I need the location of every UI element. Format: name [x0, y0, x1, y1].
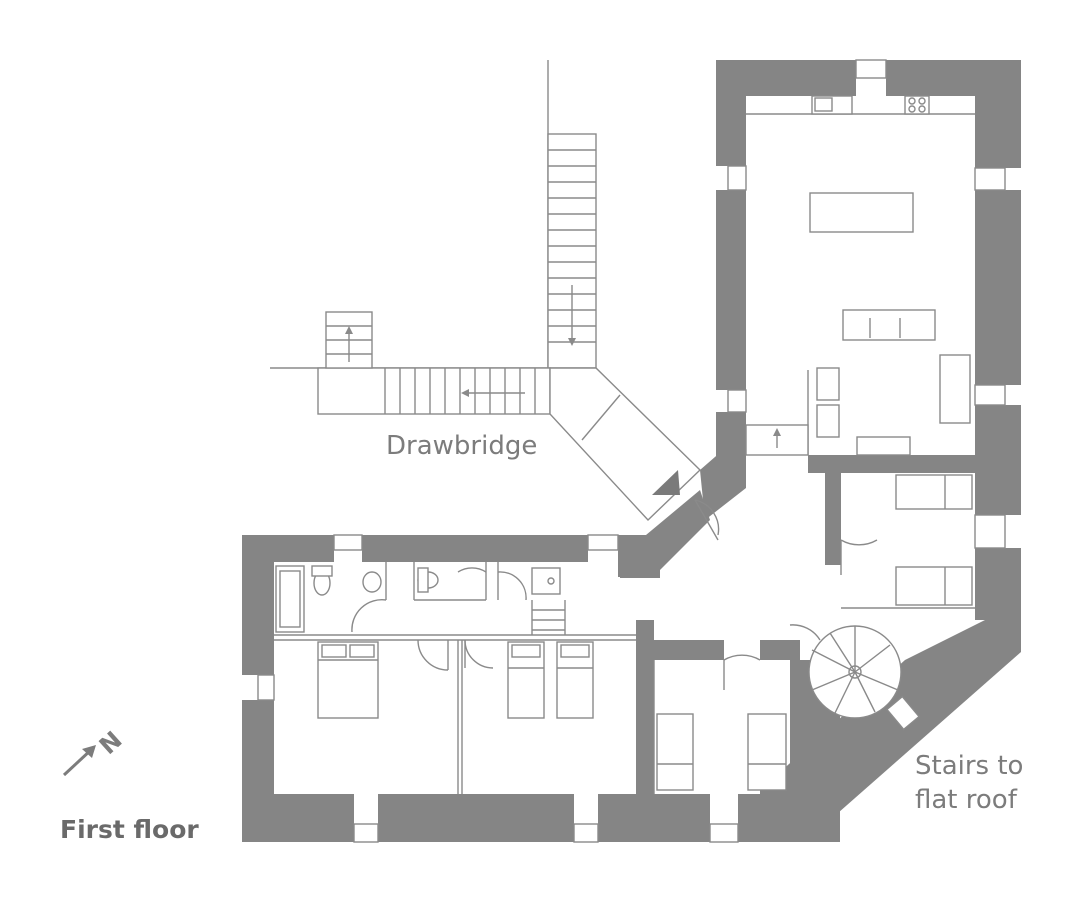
- sofa: [842, 309, 936, 341]
- sink-2: [531, 567, 561, 595]
- spiral-stair: [789, 624, 921, 731]
- armchair-1: [816, 367, 840, 401]
- bedroom-doors: [417, 639, 494, 671]
- partitions: [274, 562, 655, 794]
- hall-furniture: [745, 95, 975, 456]
- west-wing-walls: [242, 535, 798, 842]
- bedroom-south-beds: [656, 713, 787, 791]
- bedroom-east: [840, 474, 975, 609]
- bedroom-west-beds: [317, 641, 379, 719]
- west-wing-windows: [257, 534, 739, 843]
- sink-1: [362, 571, 382, 593]
- tower-windows: [727, 59, 1006, 549]
- armchair-2: [816, 404, 840, 438]
- bathroom-fixtures: [275, 565, 566, 635]
- floor-title: First floor: [60, 815, 199, 844]
- stairs-label-line2: flat roof: [915, 785, 1017, 815]
- bedroom-middle-beds: [507, 641, 594, 719]
- north-letter: N: [94, 726, 128, 760]
- tower-walls: [700, 60, 1021, 620]
- north-arrow-icon: N: [62, 726, 128, 777]
- dining-table: [809, 192, 914, 233]
- stairs-label-line1: Stairs to: [915, 751, 1024, 781]
- central-walls: [620, 490, 800, 842]
- sofa-side: [939, 354, 971, 424]
- drawbridge-label: Drawbridge: [386, 431, 538, 461]
- drawbridge-area: [270, 60, 702, 521]
